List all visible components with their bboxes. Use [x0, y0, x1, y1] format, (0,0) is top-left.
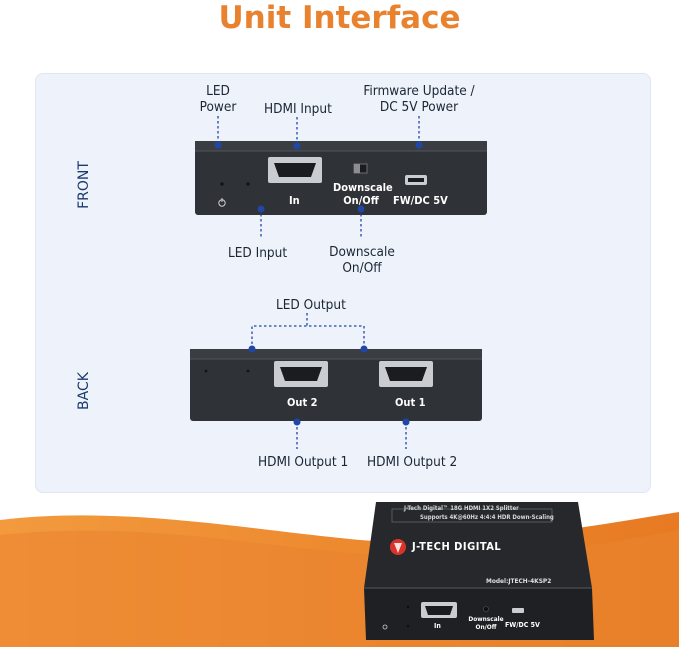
device-label-out2: Out 2	[287, 396, 318, 409]
callout-led-power-line2: Power	[199, 99, 237, 115]
callout-downscale-line2: On/Off	[342, 260, 382, 276]
callout-hdmi-output-1: HDMI Output 1	[258, 454, 349, 470]
callout-dot-led-output-1	[248, 345, 256, 353]
device-label-out1: Out 1	[395, 396, 426, 409]
product-front-fw: FW/DC 5V	[505, 621, 540, 629]
product-top-face	[364, 502, 592, 588]
callout-fw-update: Firmware Update / DC 5V Power	[353, 83, 485, 115]
product-front-downscale-line2: On/Off	[475, 623, 497, 631]
callout-hdmi-input: HDMI Input	[264, 101, 332, 117]
product-front-face	[364, 588, 594, 640]
device-label-downscale-line1: Downscale	[333, 181, 393, 194]
callout-fw-update-line2: DC 5V Power	[379, 99, 459, 115]
callout-dot-led-output-2	[360, 345, 368, 353]
callout-dot-led-power	[214, 141, 222, 149]
product-micro-usb	[512, 608, 524, 613]
callout-hdmi-output-2: HDMI Output 2	[367, 454, 458, 470]
callout-dot-hdmi-input	[293, 142, 301, 150]
callout-downscale: Downscale On/Off	[329, 244, 395, 276]
callout-dot-fw	[415, 141, 423, 149]
device-label-downscale-line2: On/Off	[343, 194, 379, 207]
product-top-line2: Supports 4K@60Hz 4:4:4 HDR Down-Scaling	[420, 514, 554, 521]
callout-led-output: LED Output	[276, 297, 346, 313]
product-front-downscale: Downscale On/Off	[466, 615, 506, 631]
led-dot-1	[220, 182, 224, 186]
callout-led-input: LED Input	[228, 245, 288, 261]
device-label-downscale: Downscale On/Off	[333, 181, 393, 207]
back-device-body	[190, 349, 482, 421]
product-front-in: In	[434, 622, 441, 630]
callout-downscale-line1: Downscale	[329, 244, 395, 260]
device-label-in: In	[289, 194, 300, 207]
callout-led-power-line1: LED	[206, 83, 230, 99]
callout-led-power: LED Power	[193, 83, 243, 115]
product-brand: J-TECH DIGITAL	[412, 540, 502, 553]
led-dot-2	[246, 182, 250, 186]
page-title: Unit Interface	[218, 0, 461, 36]
device-label-fw: FW/DC 5V	[393, 194, 448, 207]
product-model: Model:JTECH-4KSP2	[486, 577, 552, 585]
product-front-downscale-line1: Downscale	[468, 615, 504, 623]
product-top-line1: J-Tech Digital™ 18G HDMI 1X2 Splitter	[404, 505, 519, 512]
callout-fw-update-line1: Firmware Update /	[363, 83, 475, 99]
